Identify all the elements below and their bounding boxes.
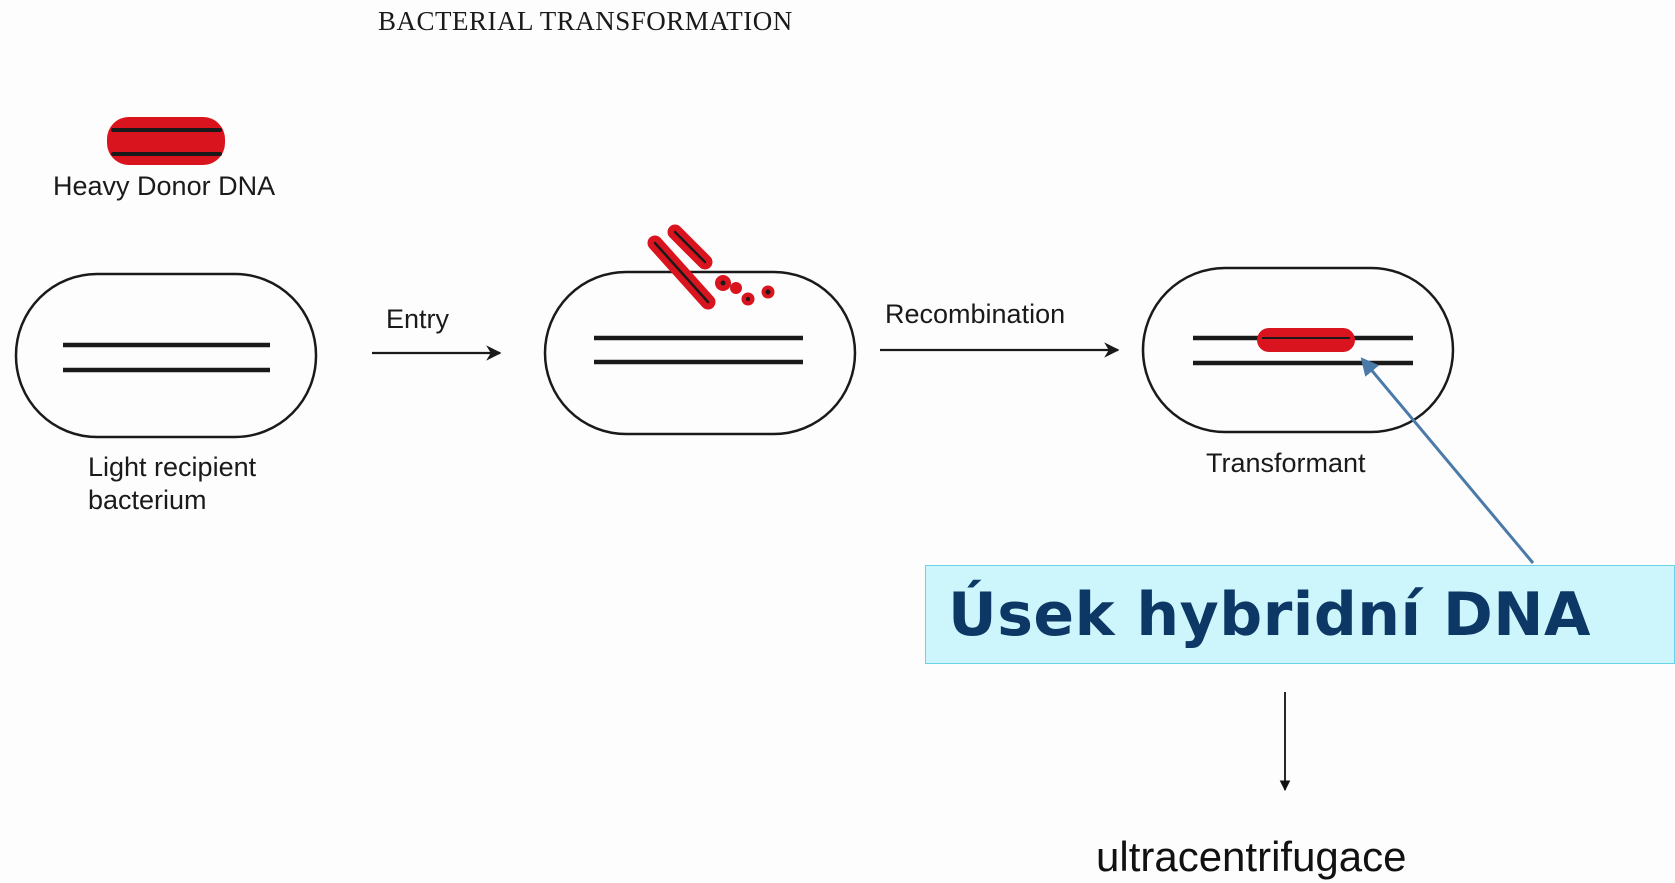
hybrid-dna-segment-icon xyxy=(1257,328,1355,352)
diagram-title: BACTERIAL TRANSFORMATION xyxy=(378,6,793,36)
donor-dna-label: Heavy Donor DNA xyxy=(53,171,276,201)
heavy-donor-dna-icon xyxy=(107,117,225,165)
callout-text: Úsek hybridní DNA xyxy=(948,579,1591,650)
transformant-label: Transformant xyxy=(1206,448,1366,478)
callout-pointer-arrow xyxy=(1360,357,1535,564)
entry-label: Entry xyxy=(386,304,450,334)
recipient-bacterium xyxy=(14,272,318,439)
recipient-label-line2: bacterium xyxy=(88,485,207,515)
hybrid-dna-callout: Úsek hybridní DNA xyxy=(925,565,1675,664)
recipient-label-line1: Light recipient xyxy=(88,452,257,482)
ultracentrifugation-label: ultracentrifugace xyxy=(1096,833,1407,880)
entering-dna-fragments-icon xyxy=(647,224,775,310)
entry-bacterium xyxy=(543,270,857,436)
transformant-bacterium xyxy=(1141,266,1455,434)
recombination-label: Recombination xyxy=(885,299,1066,329)
